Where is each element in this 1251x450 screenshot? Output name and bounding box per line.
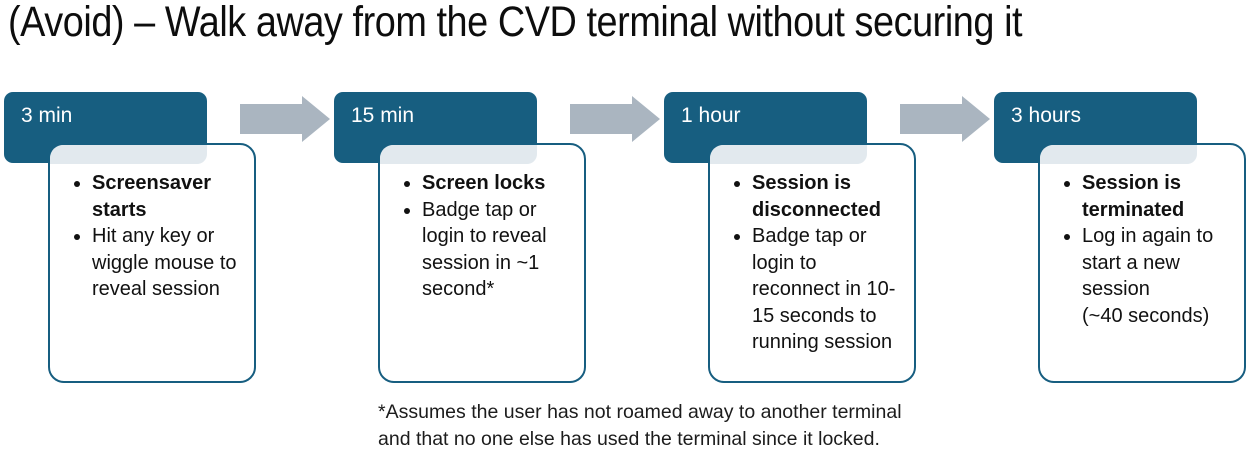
arrow-right-icon: [240, 96, 330, 142]
stage-3-min: 3 min Screensaver starts Hit any key or …: [4, 92, 264, 392]
stage-card: Session is disconnected Badge tap or log…: [708, 143, 916, 383]
bullet-list: Session is terminated Log in again to st…: [1040, 145, 1244, 329]
stage-card: Screensaver starts Hit any key or wiggle…: [48, 143, 256, 383]
stage-card: Session is terminated Log in again to st…: [1038, 143, 1246, 383]
slide-title: (Avoid) – Walk away from the CVD termina…: [8, 0, 1023, 46]
bullet-item-lead: Screen locks: [422, 170, 578, 197]
card-highlight-band: [710, 145, 867, 164]
arrow-right-icon: [570, 96, 660, 142]
time-label: 3 min: [21, 104, 73, 127]
bullet-item: Badge tap or login to reveal session in …: [422, 197, 578, 303]
bullet-item: Log in again to start a new session (~40…: [1082, 223, 1238, 329]
bullet-item: Badge tap or login to reconnect in 10-15…: [752, 223, 908, 356]
card-highlight-band: [50, 145, 207, 164]
card-highlight-band: [380, 145, 537, 164]
footnote: *Assumes the user has not roamed away to…: [378, 401, 902, 450]
card-highlight-band: [1040, 145, 1197, 164]
bullet-item-lead: Screensaver starts: [92, 170, 248, 223]
bullet-item-lead: Session is disconnected: [752, 170, 908, 223]
stage-card: Screen locks Badge tap or login to revea…: [378, 143, 586, 383]
bullet-item-lead: Session is terminated: [1082, 170, 1238, 223]
arrow-right-icon: [900, 96, 990, 142]
time-label: 1 hour: [681, 104, 741, 127]
bullet-list: Session is disconnected Badge tap or log…: [710, 145, 914, 356]
time-label: 15 min: [351, 104, 415, 127]
bullet-item: Hit any key or wiggle mouse to reveal se…: [92, 223, 248, 303]
bullet-list: Screen locks Badge tap or login to revea…: [380, 145, 584, 303]
timeline-diagram: 3 min Screensaver starts Hit any key or …: [0, 92, 1251, 392]
bullet-list: Screensaver starts Hit any key or wiggle…: [50, 145, 254, 303]
stage-3-hours: 3 hours Session is terminated Log in aga…: [994, 92, 1251, 392]
time-label: 3 hours: [1011, 104, 1082, 127]
stage-15-min: 15 min Screen locks Badge tap or login t…: [334, 92, 594, 392]
stage-1-hour: 1 hour Session is disconnected Badge tap…: [664, 92, 924, 392]
